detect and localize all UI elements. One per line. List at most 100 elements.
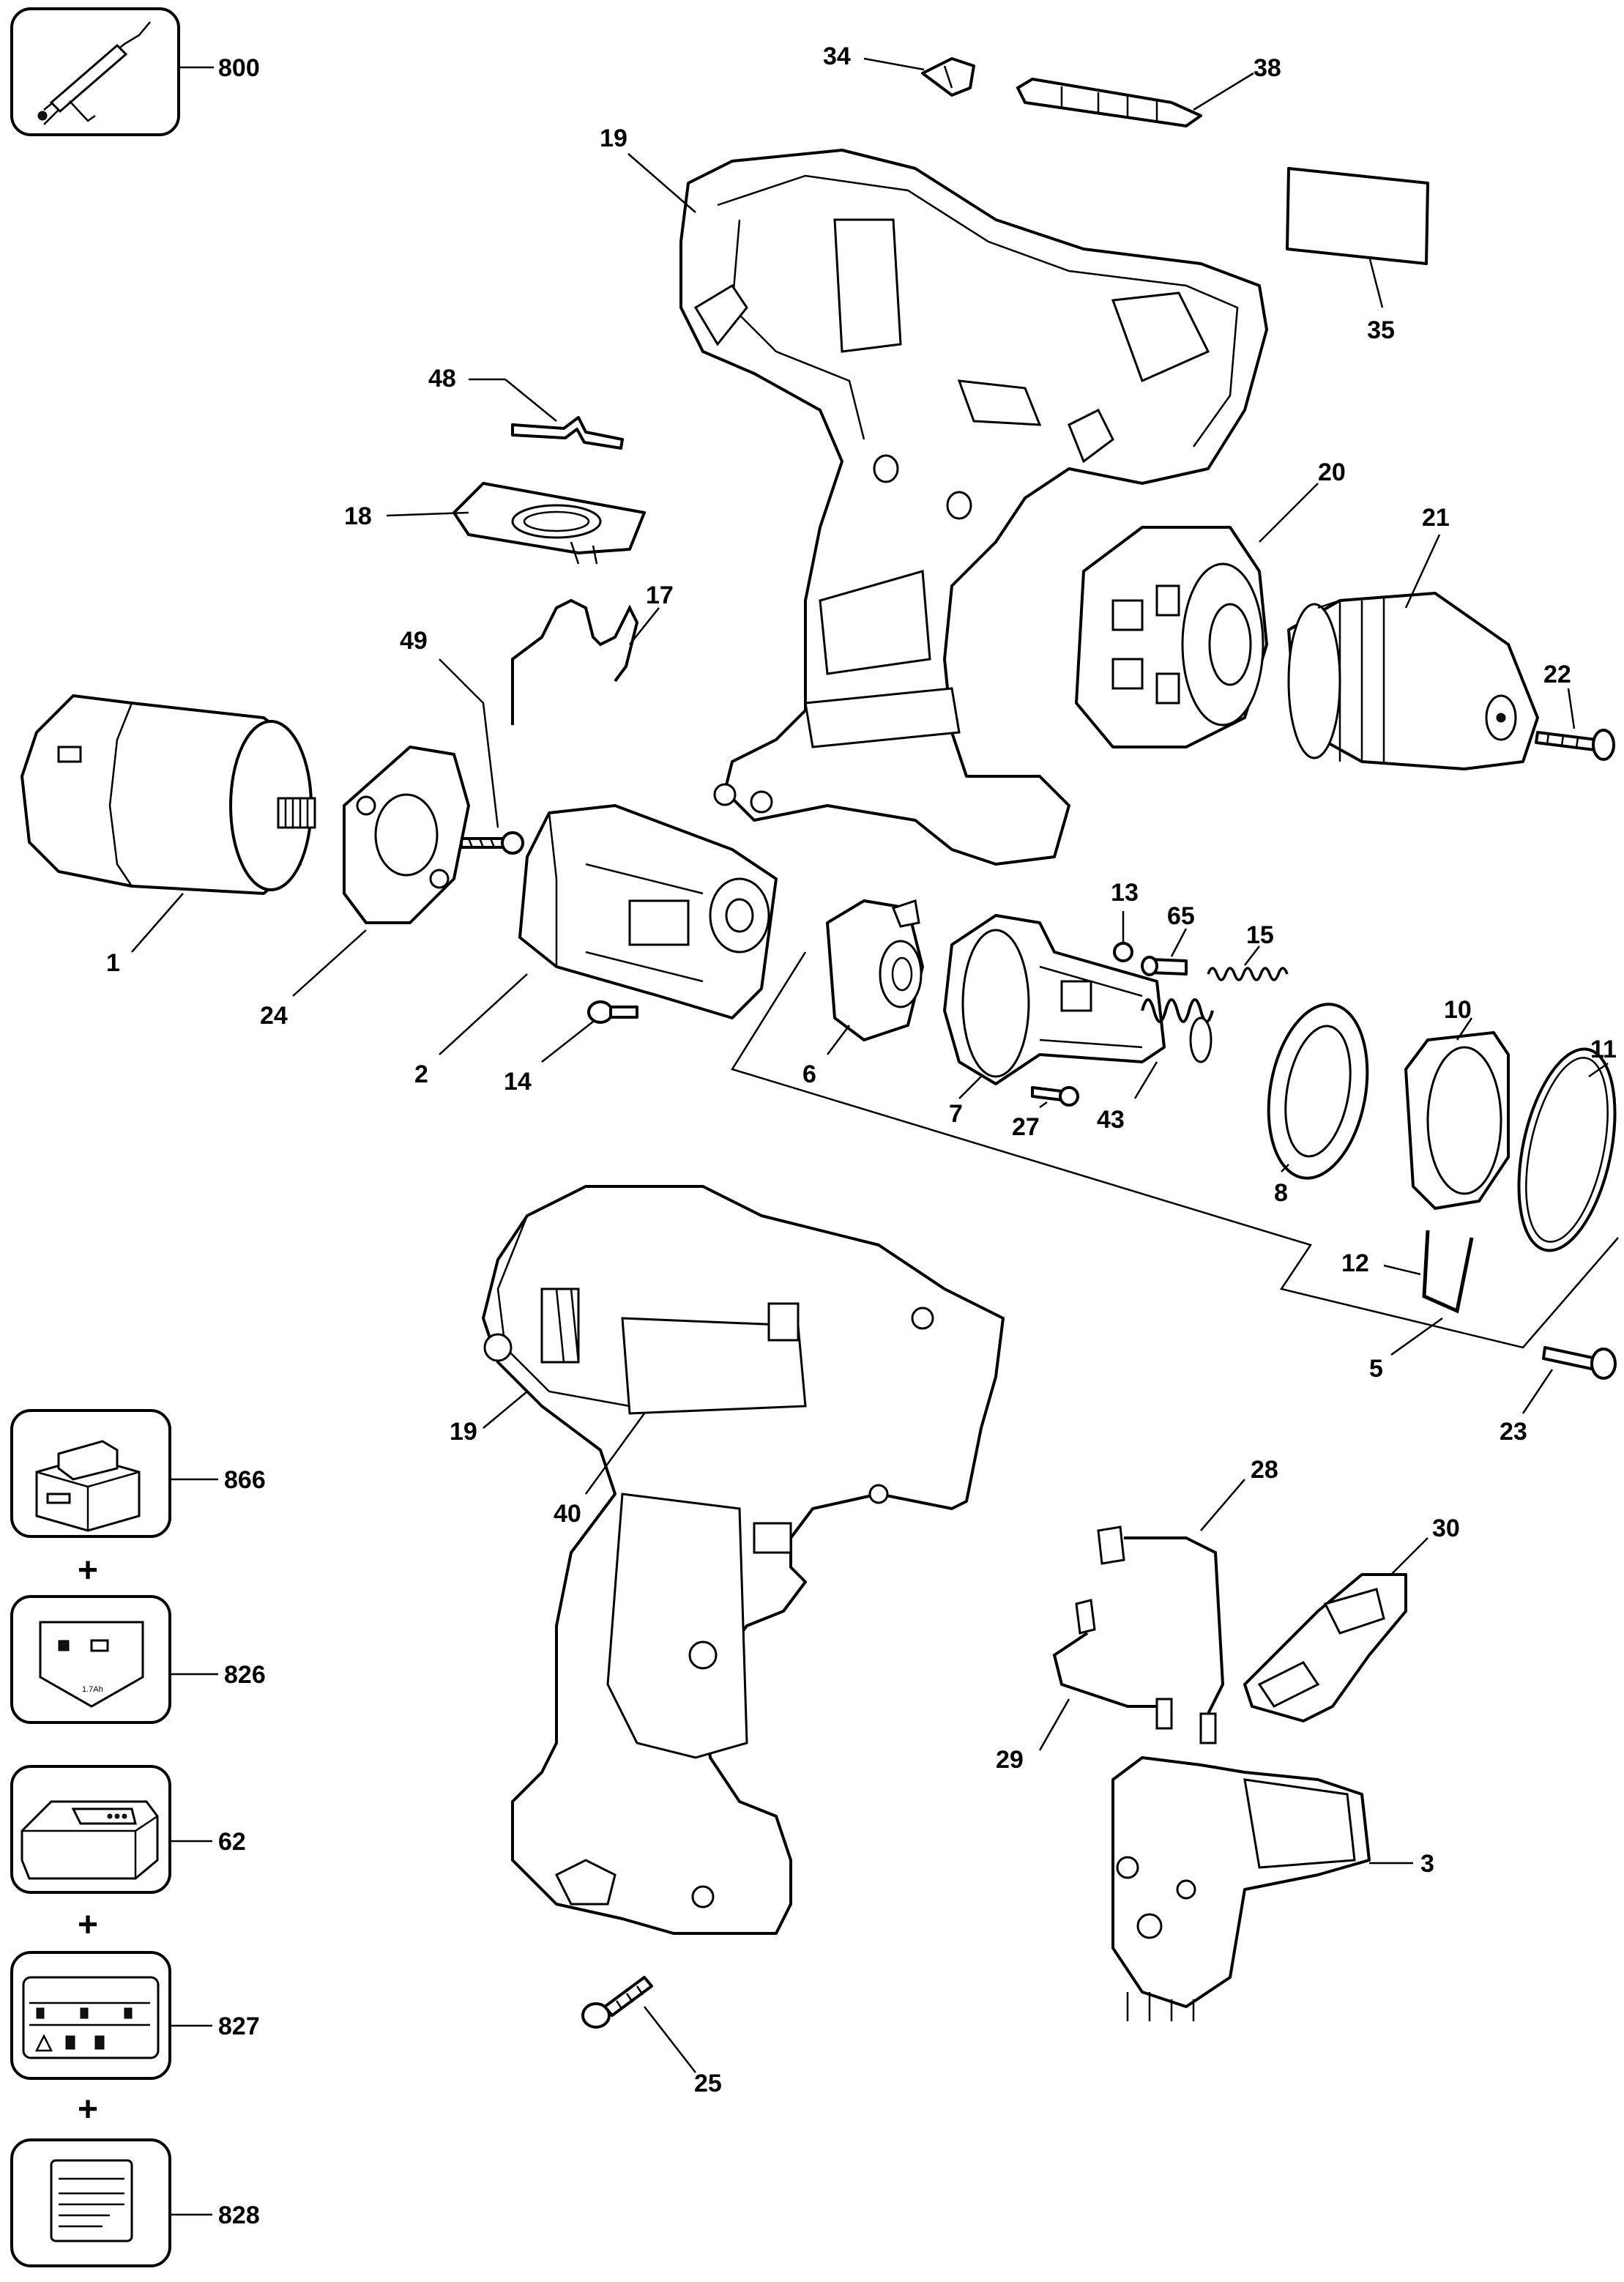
label-3: 3 [1420, 1850, 1434, 1878]
label-25: 25 [694, 2070, 722, 2097]
leader-30 [1390, 1537, 1429, 1575]
gear-housing-7 [943, 914, 1166, 1085]
leader-7 [958, 1076, 982, 1099]
leader-23 [1521, 1369, 1554, 1414]
label-15: 15 [1246, 921, 1274, 949]
leader-20 [1259, 483, 1319, 543]
label-19-top: 19 [600, 124, 627, 152]
chuck-ring-20 [1075, 526, 1268, 748]
clutch-part-6 [826, 899, 924, 1041]
leader-48-b [504, 379, 557, 422]
leader-38 [1193, 72, 1254, 111]
leader-19-bottom [483, 1391, 528, 1429]
pin-65 [1141, 956, 1188, 976]
screw-27 [1031, 1086, 1079, 1107]
accessory-828: 828 [10, 2138, 260, 2267]
o-ring-11 [1517, 1047, 1617, 1252]
plus-sign-2: + [78, 1906, 98, 1944]
label-49: 49 [400, 627, 428, 655]
leader-6 [827, 1025, 850, 1055]
label-828: 828 [218, 2201, 260, 2229]
label-826: 826 [224, 1661, 266, 1689]
leader-43 [1133, 1061, 1158, 1099]
label-plate-35 [1286, 167, 1429, 265]
screw-25 [581, 1976, 653, 2029]
leader-14 [541, 1021, 594, 1063]
label-13: 13 [1111, 879, 1139, 907]
leader-29 [1038, 1698, 1070, 1751]
label-8: 8 [1274, 1179, 1288, 1207]
leader-25 [644, 2006, 696, 2073]
leader-12 [1383, 1264, 1421, 1276]
accessory-62: 62 [10, 1765, 246, 1894]
leader-15 [1244, 945, 1260, 966]
leader-35 [1368, 256, 1384, 308]
label-35: 35 [1367, 316, 1395, 344]
label-27: 27 [1012, 1113, 1040, 1141]
leader-10 [1456, 1017, 1473, 1041]
leader-11 [1588, 1062, 1609, 1078]
label-21: 21 [1422, 504, 1450, 532]
motor-plate-24 [343, 746, 470, 924]
label-20: 20 [1318, 458, 1346, 486]
wire-spring-17 [511, 598, 639, 725]
ring-gear-8 [1267, 1003, 1369, 1180]
soldering-iron-icon [37, 21, 151, 125]
label-29: 29 [996, 1746, 1024, 1774]
battery-pack-icon [35, 1440, 141, 1532]
screw-49 [460, 831, 524, 855]
switch-plate-18 [452, 482, 646, 565]
screw-14 [587, 1000, 638, 1024]
label-10: 10 [1444, 996, 1472, 1024]
plus-sign-1: + [78, 1551, 98, 1590]
clip-part-34 [921, 57, 975, 97]
driver-bit-38 [1016, 78, 1202, 127]
leader-8 [1281, 1164, 1289, 1172]
leader-40 [584, 1413, 646, 1495]
leader-22 [1567, 688, 1576, 729]
label-12: 12 [1341, 1249, 1369, 1277]
label-plate-icon: 1.7Ah [39, 1621, 144, 1708]
label-5: 5 [1369, 1355, 1383, 1383]
gearbox-2 [518, 804, 778, 1019]
screw-22 [1535, 729, 1615, 761]
spring-15 [1207, 967, 1289, 981]
leader-18 [386, 511, 469, 517]
housing-half-bottom [482, 1185, 1005, 1935]
label-18: 18 [344, 502, 372, 530]
trigger-lock-30 [1243, 1573, 1407, 1722]
label-40: 40 [554, 1500, 581, 1528]
leader-1 [131, 893, 184, 953]
label-22: 22 [1543, 661, 1571, 688]
leader-65 [1170, 928, 1188, 957]
wire-29 [1052, 1599, 1173, 1730]
leader-17 [629, 607, 660, 645]
label-2: 2 [414, 1060, 428, 1088]
accessory-866: 866 [10, 1409, 266, 1538]
motor-1 [21, 694, 316, 895]
label-34: 34 [823, 42, 851, 70]
leader-2 [439, 973, 528, 1055]
leader-19-top [627, 153, 696, 213]
clip-12 [1422, 1230, 1474, 1314]
label-827: 827 [218, 2012, 260, 2040]
label-14: 14 [504, 1068, 532, 1096]
wire-28 [1097, 1525, 1225, 1744]
charger-icon [21, 1800, 159, 1880]
label-65: 65 [1167, 902, 1195, 930]
leader-34 [863, 57, 925, 71]
leader-5 [1390, 1317, 1443, 1356]
ball-13 [1113, 942, 1133, 962]
label-1: 1 [106, 949, 120, 977]
subassembly-5-outline [731, 951, 1619, 1349]
leader-49 [439, 658, 499, 828]
label-48: 48 [428, 365, 456, 393]
spring-part-48 [511, 416, 624, 450]
label-30: 30 [1432, 1514, 1460, 1542]
screw-23 [1542, 1346, 1617, 1380]
accessory-827: 827 [10, 1951, 260, 2080]
rating-label-icon [50, 2159, 133, 2242]
label-7: 7 [949, 1100, 963, 1128]
leader-28 [1200, 1479, 1245, 1531]
